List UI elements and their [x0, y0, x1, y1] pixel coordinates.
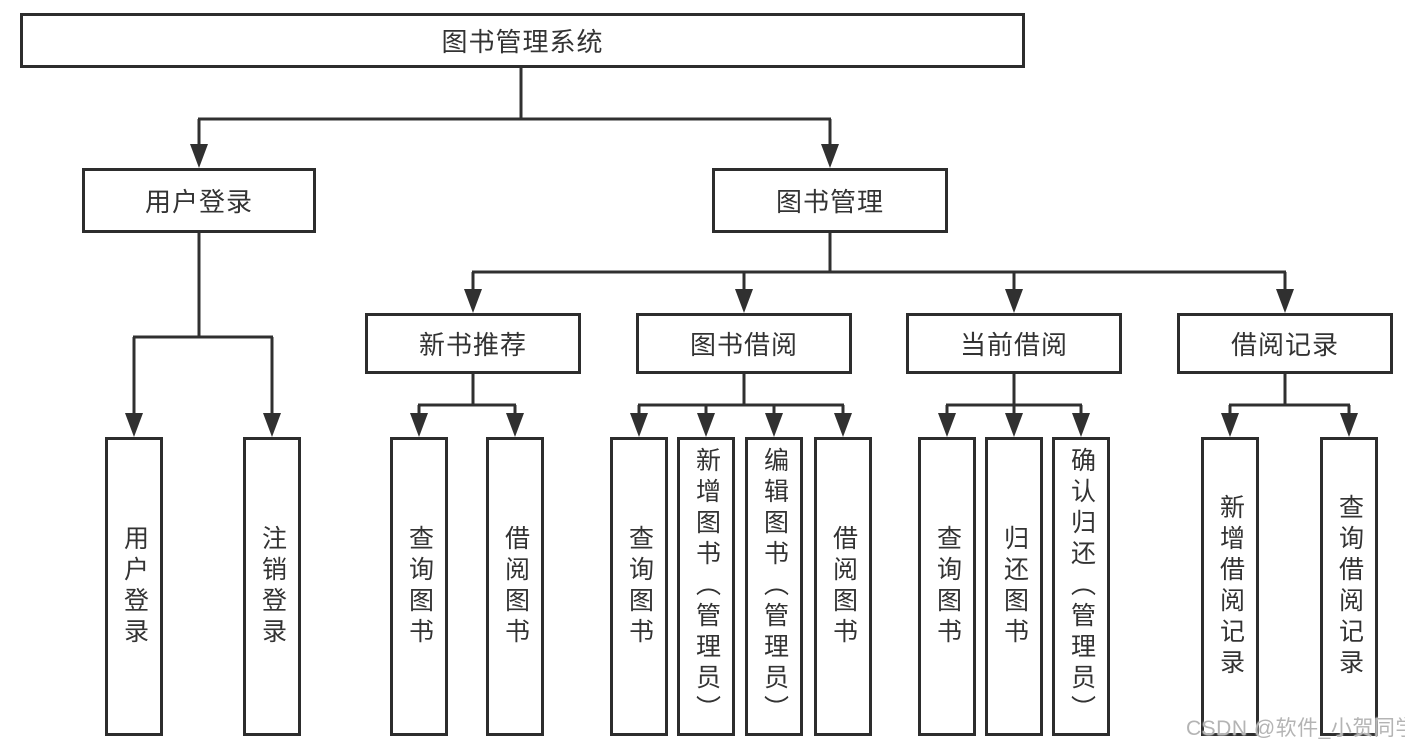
node-label: 用户登录	[144, 187, 253, 217]
leaf-add-book-admin: 新增图书（管理员）	[677, 437, 735, 736]
node-label: 图书管理系统	[441, 27, 604, 57]
leaf-query-book-1: 查询图书	[390, 437, 448, 736]
node-library-system: 图书管理系统	[20, 13, 1025, 68]
node-label: 查询图书	[933, 524, 962, 649]
leaf-borrow-book-2: 借阅图书	[814, 437, 872, 736]
node-label: 编辑图书（管理员）	[760, 447, 789, 726]
node-label: 新书推荐	[418, 330, 527, 360]
node-label: 用户登录	[120, 524, 149, 649]
node-current-borrowing: 当前借阅	[906, 313, 1122, 374]
node-label: 注销登录	[258, 524, 287, 649]
leaf-return-book: 归还图书	[985, 437, 1043, 736]
node-label: 查询借阅记录	[1335, 493, 1364, 680]
leaf-borrow-book-1: 借阅图书	[486, 437, 544, 736]
node-label: 图书借阅	[689, 330, 798, 360]
watermark-text: CSDN @软件_小贺同学	[1186, 717, 1405, 740]
node-label: 借阅图书	[501, 524, 530, 649]
node-label: 新增图书（管理员）	[692, 447, 721, 726]
node-user-login: 用户登录	[82, 168, 316, 233]
leaf-edit-book-admin: 编辑图书（管理员）	[745, 437, 803, 736]
node-book-borrowing: 图书借阅	[636, 313, 852, 374]
node-label: 图书管理	[775, 187, 884, 217]
node-label: 新增借阅记录	[1216, 493, 1245, 680]
node-label: 查询图书	[405, 524, 434, 649]
node-label: 借阅图书	[829, 524, 858, 649]
node-new-book-recommend: 新书推荐	[365, 313, 581, 374]
leaf-user-login: 用户登录	[105, 437, 163, 736]
leaf-query-book-3: 查询图书	[918, 437, 976, 736]
node-label: 归还图书	[1000, 524, 1029, 649]
arrowheads	[125, 144, 1358, 437]
node-borrowing-records: 借阅记录	[1177, 313, 1393, 374]
leaf-add-borrow-record: 新增借阅记录	[1201, 437, 1259, 736]
node-label: 当前借阅	[959, 330, 1068, 360]
node-label: 借阅记录	[1230, 330, 1339, 360]
node-label: 确认归还（管理员）	[1067, 447, 1096, 726]
leaf-query-book-2: 查询图书	[610, 437, 668, 736]
leaf-confirm-return-admin: 确认归还（管理员）	[1052, 437, 1110, 736]
node-label: 查询图书	[625, 524, 654, 649]
leaf-query-borrow-record: 查询借阅记录	[1320, 437, 1378, 736]
node-book-management: 图书管理	[712, 168, 948, 233]
leaf-logout: 注销登录	[243, 437, 301, 736]
